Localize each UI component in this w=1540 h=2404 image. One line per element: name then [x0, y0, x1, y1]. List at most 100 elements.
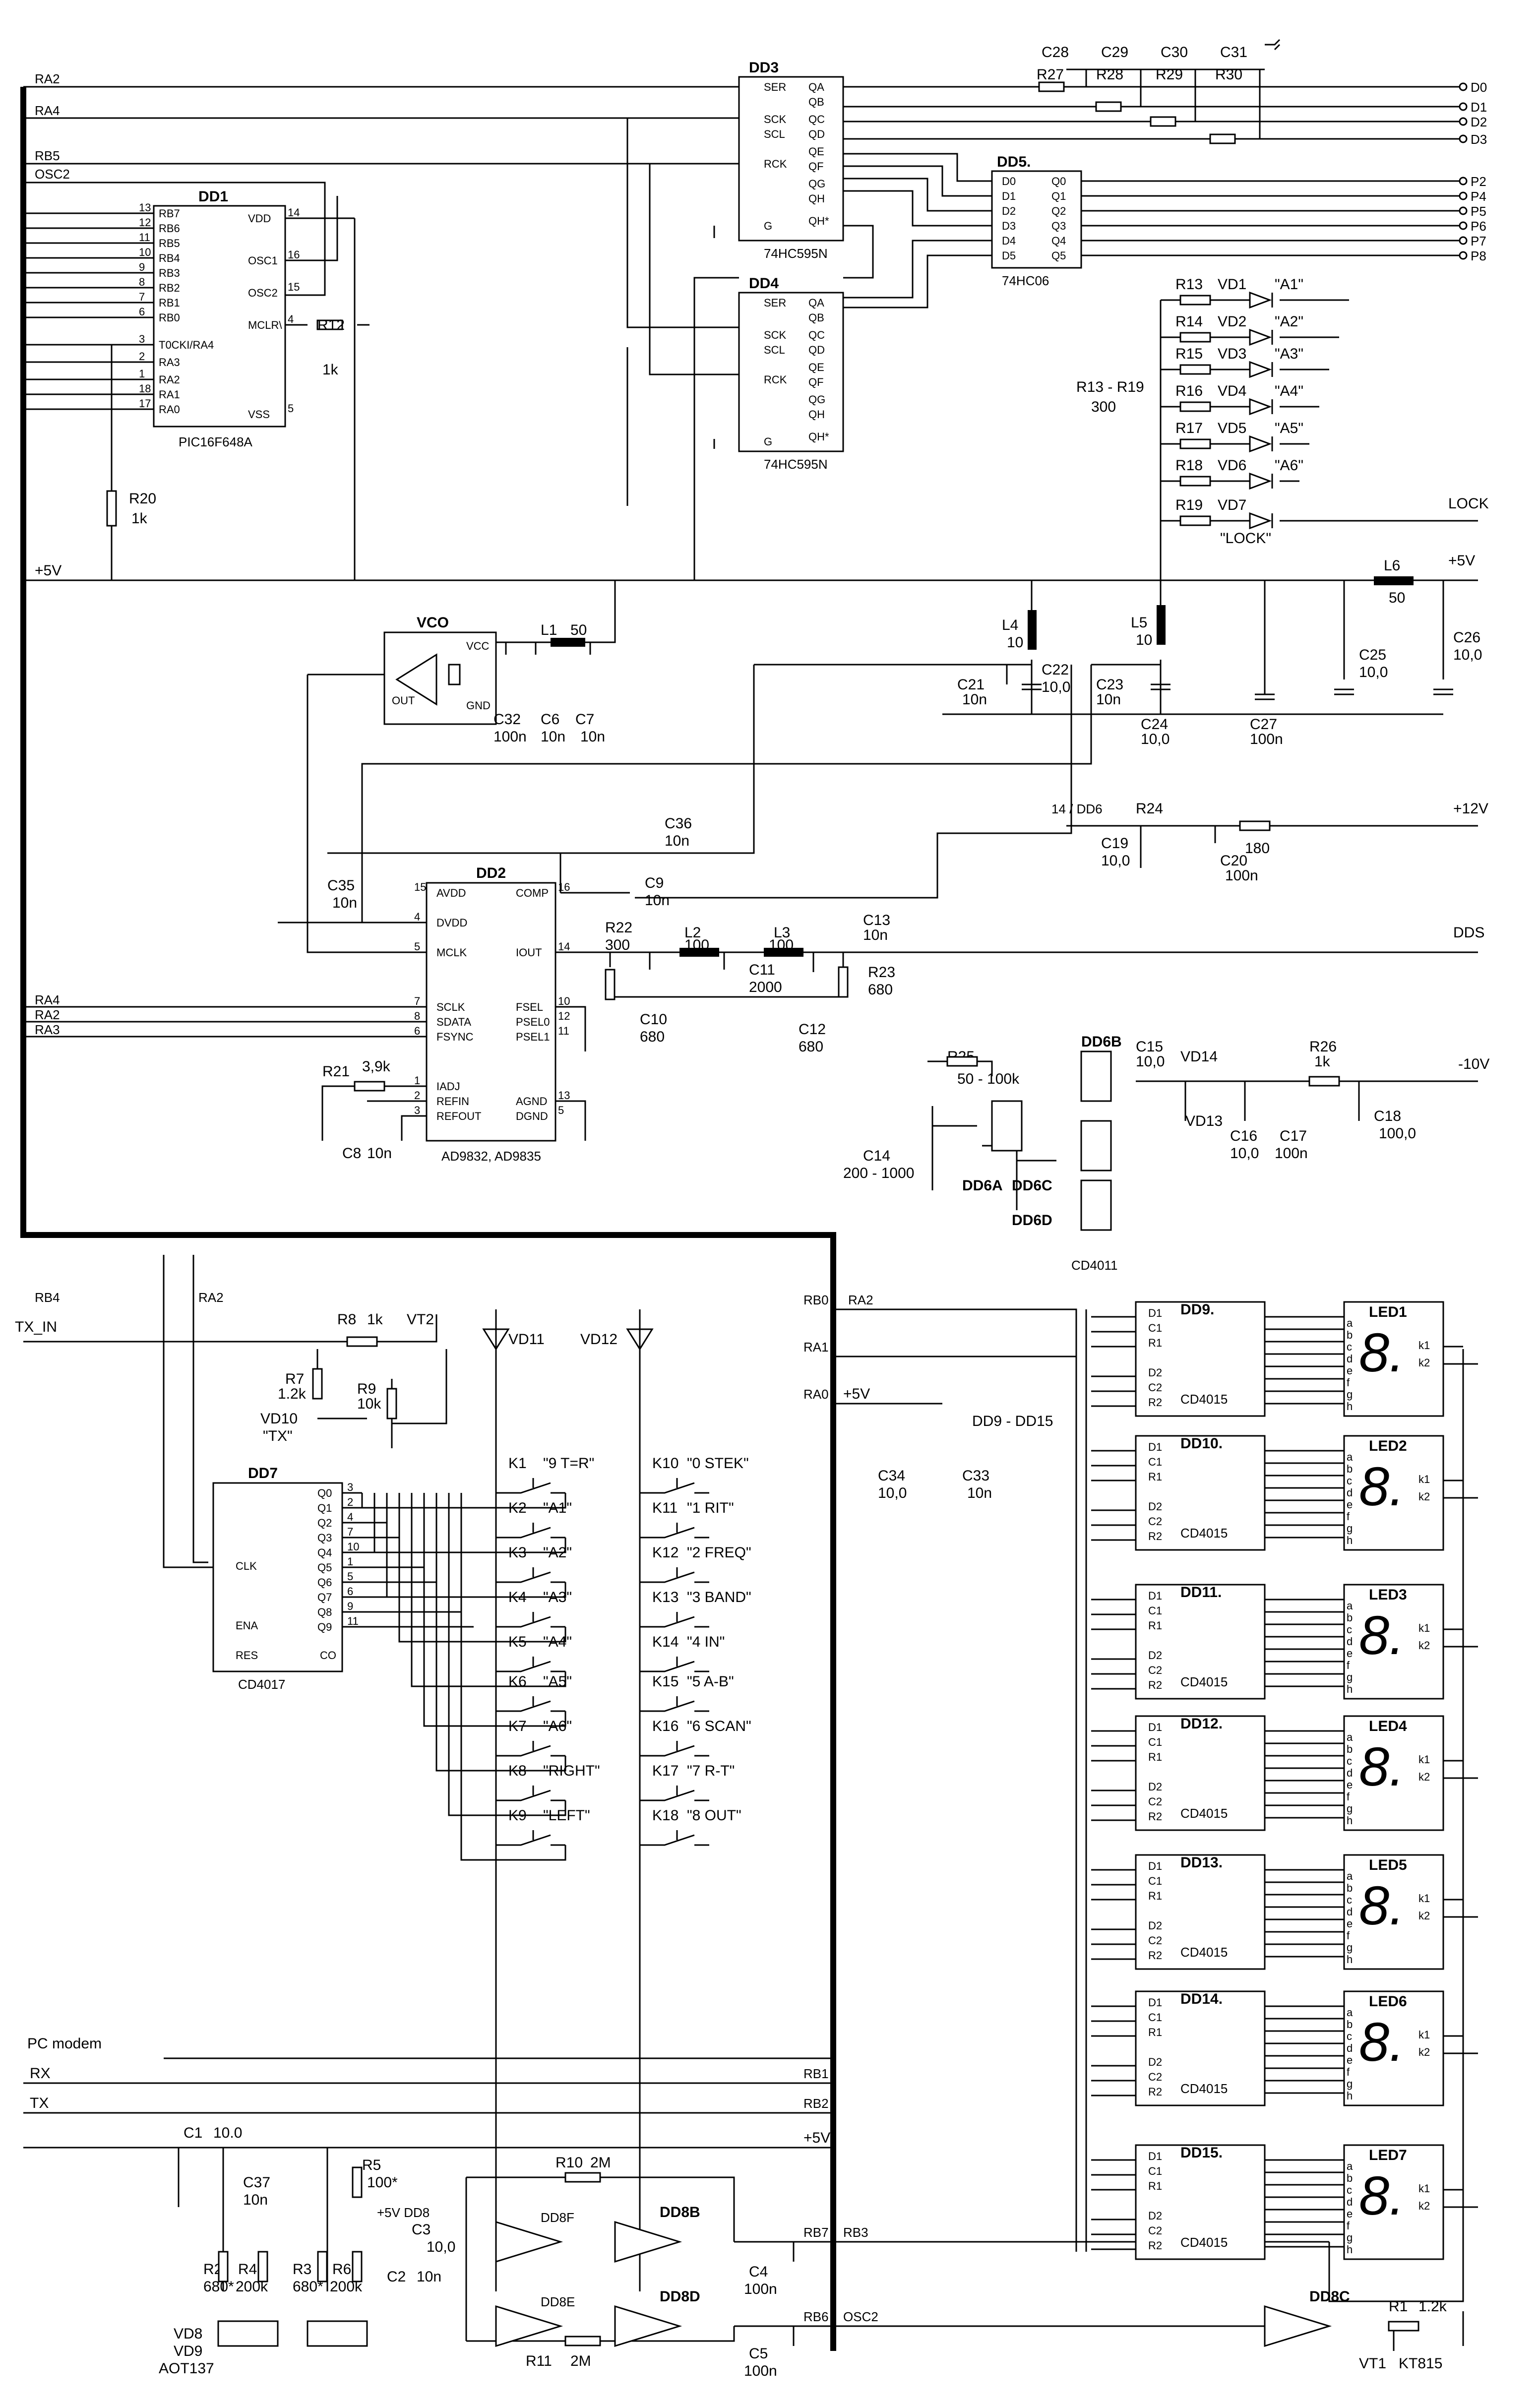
svg-text:TX: TX [30, 2095, 49, 2111]
drv-pin-label: R1 [1148, 1751, 1162, 1763]
svg-text:10n: 10n [967, 1485, 992, 1501]
svg-text:C5: C5 [749, 2345, 768, 2362]
drv-pin-label: D1 [1148, 1860, 1162, 1872]
seg-letter: e [1347, 1647, 1353, 1660]
led-display-ref: LED1 [1369, 1304, 1407, 1320]
svg-text:74HC06: 74HC06 [1002, 273, 1049, 288]
svg-text:C12: C12 [799, 1021, 826, 1038]
drv-pin-label: C1 [1148, 1875, 1162, 1887]
svg-text:C21: C21 [957, 677, 985, 693]
dd2-pin-num: 2 [414, 1089, 420, 1102]
dd2-pin-label: PSEL0 [516, 1016, 550, 1028]
sr-pin-label: SCK [764, 329, 787, 341]
svg-text:R28: R28 [1096, 66, 1123, 83]
svg-text:R12: R12 [317, 317, 345, 333]
dd5-pin-label: D0 [1002, 175, 1016, 187]
svg-text:C2: C2 [387, 2269, 406, 2285]
svg-text:VD9: VD9 [174, 2343, 202, 2359]
key-name-label: "LEFT" [543, 1807, 590, 1824]
svg-text:100n: 100n [744, 2363, 777, 2379]
display-driver-part: CD4015 [1180, 1392, 1228, 1407]
seg-letter: e [1347, 2208, 1353, 2220]
dd7-pin-label: Q0 [317, 1487, 332, 1499]
svg-text:R11: R11 [526, 2353, 552, 2369]
svg-text:RA0: RA0 [803, 1387, 829, 1402]
display-driver-ref: DD15. [1180, 2145, 1223, 2161]
key-id-label: K7 [508, 1718, 527, 1734]
svg-text:10n: 10n [863, 927, 888, 943]
svg-text:C27: C27 [1250, 716, 1277, 733]
output-label-p: P7 [1471, 234, 1486, 248]
dd2-pin-label: AVDD [436, 887, 466, 899]
dd1-pin-label: MCLR\ [248, 319, 282, 331]
svg-text:680: 680 [868, 982, 893, 998]
svg-text:DD8B: DD8B [660, 2204, 700, 2220]
display-driver-ref: DD10. [1180, 1435, 1223, 1452]
led-resistor-label: R16 [1175, 383, 1203, 399]
seg-letter: h [1347, 1534, 1353, 1546]
key-name-label: "RIGHT" [543, 1763, 600, 1779]
top-rc: R27 R28 R29 R30 C28 C29 C30 C31 R12 1k R… [35, 39, 1281, 579]
dd2-pin-label: IADJ [436, 1080, 460, 1093]
output-label-p: P8 [1471, 248, 1486, 263]
svg-text:C36: C36 [665, 815, 692, 832]
sr-pin-label: QF [808, 160, 824, 173]
key-name-label: "A1" [543, 1500, 572, 1516]
svg-text:10,0: 10,0 [1141, 731, 1170, 747]
sr-pin-label: G [764, 220, 772, 232]
sr-pin-label: SCL [764, 128, 785, 140]
sr-pin-label: QB [808, 311, 824, 324]
key-name-label: "8 OUT" [687, 1807, 741, 1824]
svg-text:DD6B: DD6B [1081, 1034, 1122, 1050]
svg-text:R20: R20 [129, 491, 156, 507]
sr-pin-label: QE [808, 361, 824, 373]
svg-text:DD5.: DD5. [997, 154, 1031, 170]
sr-pin-label: QD [808, 344, 825, 356]
svg-text:C22: C22 [1042, 662, 1069, 678]
dd5-pin-label: D5 [1002, 249, 1016, 262]
dd7-pin-label: Q5 [317, 1561, 332, 1574]
svg-text:R3: R3 [293, 2261, 311, 2278]
output-label-p: P6 [1471, 219, 1486, 234]
seg-letter: d [1347, 1353, 1353, 1365]
seg-letter: c [1347, 1341, 1352, 1353]
seg-letter: a [1347, 1600, 1353, 1612]
svg-text:10,0: 10,0 [1042, 679, 1070, 695]
dd1-part: PIC16F648A [179, 434, 253, 449]
seg-letter: f [1347, 1929, 1350, 1942]
svg-text:C29: C29 [1101, 44, 1128, 61]
svg-text:680: 680 [640, 1029, 665, 1045]
drv-pin-label: D2 [1148, 1919, 1162, 1932]
svg-text:C33: C33 [962, 1468, 989, 1484]
drv-pin-label: C2 [1148, 2224, 1162, 2237]
key-id-label: K10 [652, 1455, 678, 1472]
svg-text:C16: C16 [1230, 1128, 1257, 1144]
dd2-pin-label: DGND [516, 1110, 548, 1122]
key-name-label: "9 T=R" [543, 1455, 594, 1472]
dd2-pin-num: 10 [558, 995, 570, 1007]
svg-text:R26: R26 [1309, 1039, 1337, 1055]
seg-letter: g [1347, 1671, 1353, 1683]
seven-seg-digit: 8. [1359, 2012, 1405, 2073]
drv-pin-label: D1 [1148, 1307, 1162, 1319]
seg-letter: c [1347, 1755, 1352, 1767]
sr-pin-label: QH [808, 192, 825, 205]
svg-text:100,0: 100,0 [1379, 1125, 1416, 1142]
svg-text:R30: R30 [1215, 66, 1242, 83]
drv-pin-label: C1 [1148, 2165, 1162, 2177]
dd1-pin-label: RA2 [159, 373, 180, 386]
led-resistor-label: R15 [1175, 346, 1203, 362]
drv-pin-label: C2 [1148, 1795, 1162, 1808]
sr-pin-label: QE [808, 145, 824, 158]
dd5-pin-label: D3 [1002, 220, 1016, 232]
key-id-label: K13 [652, 1589, 678, 1605]
dd5-pin-label: Q4 [1051, 235, 1066, 247]
display-driver-part: CD4015 [1180, 1806, 1228, 1821]
svg-text:DD4: DD4 [749, 275, 779, 292]
svg-text:C35: C35 [327, 877, 355, 894]
seg-letter: f [1347, 1510, 1350, 1523]
vco-block: VCO VCC OUT GND L1 50 C32 100n C6 10n C7… [308, 615, 605, 745]
svg-text:C25: C25 [1359, 647, 1386, 663]
sr-pin-label: QH* [808, 431, 829, 443]
seven-seg-digit: 8. [1359, 1605, 1405, 1666]
